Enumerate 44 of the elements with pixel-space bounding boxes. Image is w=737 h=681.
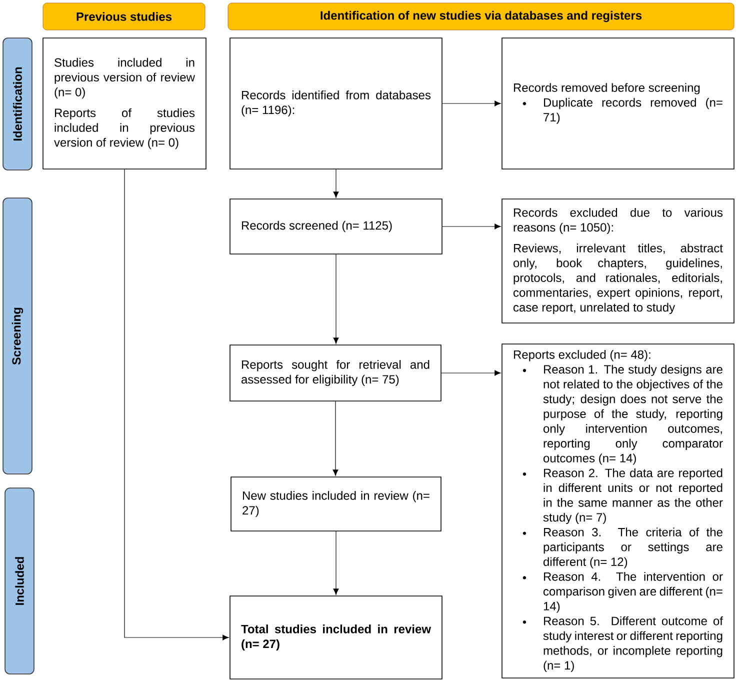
phase-label [2, 198, 32, 474]
arrow [124, 169, 229, 640]
phase-label [4, 488, 34, 674]
process-box [230, 344, 442, 402]
process-box [230, 596, 442, 680]
arrow [442, 100, 501, 106]
process-box [42, 38, 206, 170]
process-box [230, 476, 442, 532]
box-text: Studies included in previous version of review (n= 0) [54, 58, 195, 99]
phase-text: Screening [12, 308, 24, 365]
box-text: New studies included in review (n= 27) [242, 491, 430, 517]
process-box [502, 198, 734, 324]
arrow [441, 370, 501, 376]
box-text: Records excluded due to various reasons (n= 1050): [514, 208, 723, 234]
box-text: Reports excluded (n= 48): [514, 350, 650, 362]
bullet-text: Reason 1. The study designs are not related to the objectives of the study; design does not serve the purpose of the study, reporting only intervention outcomes, reporting only comparator outcomes (n= 14) [522, 364, 723, 465]
process-box [502, 344, 734, 678]
header-text: Identification of new studies via databases and registers [320, 10, 642, 22]
bullet-text: Reason 5. Different outcome of study interest or different reporting methods, or incomplete reporting (n= 1) [522, 616, 723, 672]
phase-text: Identification [13, 67, 22, 141]
header-text: Previous studies [76, 12, 172, 21]
section-header [42, 2, 206, 30]
arrow [332, 401, 338, 476]
section-header [228, 2, 734, 30]
box-text: Reviews, irrelevant titles, abstract only, book chapters, guidelines, protocols, and rationales, editorials, commentaries, expert opinions, report, case report, unrelated to study [514, 244, 723, 314]
process-box [230, 38, 442, 170]
phase-label [2, 38, 32, 170]
bullet-text: Reason 2. The data are reported in different units or not reported in the same manner as the other study (n= 7) [522, 468, 723, 524]
arrow [333, 169, 339, 198]
box-text: Reports sought for retrieval and assessed for eligibility (n= 75) [242, 360, 430, 386]
box-text: Records screened (n= 1125) [242, 220, 392, 232]
process-box [230, 198, 442, 254]
arrow [333, 254, 339, 344]
box-text: Total studies included in review (n= 27) [241, 624, 432, 650]
bullet-text: Duplicate records removed (n= 71) [522, 98, 722, 124]
bullet-text: Reason 3. The criteria of the participants or settings are different (n= 12) [522, 528, 722, 568]
bullet-text: Reason 4. The intervention or comparison given are different (n= 14) [522, 572, 723, 613]
phase-text: Included [15, 557, 24, 605]
arrow [442, 224, 501, 230]
box-text: Records identified from databases (n= 1196): [242, 90, 431, 116]
arrow [333, 531, 339, 595]
process-box [502, 38, 734, 170]
box-text: Reports of studies included in previous version of review (n= 0) [54, 108, 195, 150]
box-text: Records removed before screening [514, 83, 700, 94]
